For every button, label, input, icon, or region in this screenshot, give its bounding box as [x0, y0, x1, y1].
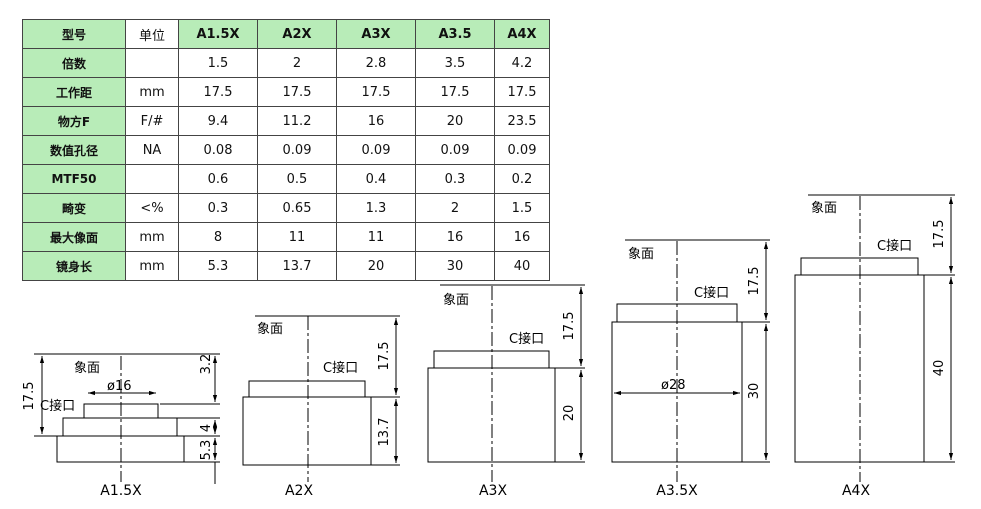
model-name: A4X	[842, 483, 870, 499]
dim-label: 40	[932, 360, 947, 377]
table-cell: 13.7	[257, 251, 337, 281]
dia-label: ø16	[107, 379, 132, 394]
drawing-a3: 象面 C接口 17.5 20 A3X	[427, 284, 585, 499]
lens-body	[242, 396, 372, 466]
table-cell: 11	[257, 222, 337, 252]
table-cell: 2	[257, 48, 337, 78]
row-label: 物方F	[22, 106, 126, 136]
dim-label: 13.7	[377, 418, 392, 447]
image-plane-label: 象面	[257, 322, 283, 337]
image-plane-label: 象面	[74, 361, 100, 376]
table-cell: 23.5	[494, 106, 550, 136]
dim-label: 30	[747, 383, 762, 400]
dim-label: 17.5	[22, 382, 37, 411]
header-model: A1.5X	[178, 19, 258, 49]
header-unit-label: 单位	[125, 19, 179, 49]
c-mount-thread	[248, 380, 366, 398]
table-cell: 16	[415, 222, 495, 252]
dim-label: 17.5	[747, 267, 762, 296]
table-cell: 11.2	[257, 106, 337, 136]
row-label: 倍数	[22, 48, 126, 78]
dim-label: 17.5	[377, 342, 392, 371]
header-model: A2X	[257, 19, 337, 49]
table-cell: 4.2	[494, 48, 550, 78]
table-cell: 30	[415, 251, 495, 281]
dim-label: 17.5	[562, 312, 577, 341]
table-cell: 0.65	[257, 193, 337, 223]
table-cell: 8	[178, 222, 258, 252]
drawing-a4: 象面 C接口 17.5 40 A4X	[794, 194, 955, 499]
row-unit: mm	[125, 222, 179, 252]
table-cell: 0.4	[336, 164, 416, 194]
table-cell: 0.2	[494, 164, 550, 194]
header-model: A3.5	[415, 19, 495, 49]
header-model: A3X	[336, 19, 416, 49]
row-unit: F/#	[125, 106, 179, 136]
c-mount-label: C接口	[509, 331, 544, 347]
table-cell: 16	[336, 106, 416, 136]
table-cell: 2.8	[336, 48, 416, 78]
table-cell: 17.5	[178, 77, 258, 107]
dim-label: 5.3	[199, 440, 214, 461]
drawing-a2: 象面 C接口 17.5 13.7 A2X	[242, 315, 400, 499]
model-name: A1.5X	[100, 483, 142, 499]
dim-label: 17.5	[932, 220, 947, 249]
table-cell: 16	[494, 222, 550, 252]
row-label: 镜身长	[22, 251, 126, 281]
c-mount-label: C接口	[323, 360, 358, 376]
dim-label: 20	[562, 405, 577, 422]
header-model: A4X	[494, 19, 550, 49]
header-model-label: 型号	[22, 19, 126, 49]
image-plane-label: 象面	[628, 247, 654, 262]
row-unit: mm	[125, 251, 179, 281]
row-label: 最大像面	[22, 222, 126, 252]
c-mount-label: C接口	[877, 238, 912, 254]
table-cell: 9.4	[178, 106, 258, 136]
table-cell: 11	[336, 222, 416, 252]
table-cell: 0.08	[178, 135, 258, 165]
table-cell: 0.09	[494, 135, 550, 165]
image-plane-label: 象面	[811, 201, 837, 216]
drawing-a35: 象面 C接口 ø28 17.5 30 A3.5X	[611, 239, 770, 499]
dim-label: 4	[199, 424, 214, 432]
model-name: A2X	[285, 483, 313, 499]
table-header-row: 型号 单位 A1.5X A2X A3X A3.5 A4X	[22, 19, 550, 49]
table-cell: 17.5	[415, 77, 495, 107]
row-unit: NA	[125, 135, 179, 165]
table-cell: 1.5	[178, 48, 258, 78]
dia-label: ø28	[661, 378, 686, 393]
table-cell: 2	[415, 193, 495, 223]
table-cell: 3.5	[415, 48, 495, 78]
row-label: 工作距	[22, 77, 126, 107]
table-cell: 40	[494, 251, 550, 281]
dim-label: 3.2	[199, 354, 214, 375]
row-unit	[125, 48, 179, 78]
table-cell: 20	[415, 106, 495, 136]
table-cell: 17.5	[336, 77, 416, 107]
table-cell: 1.3	[336, 193, 416, 223]
image-plane-label: 象面	[443, 293, 469, 308]
c-mount-label: C接口	[40, 398, 75, 414]
c-mount-label: C接口	[694, 285, 729, 301]
table-cell: 5.3	[178, 251, 258, 281]
row-label: 畸变	[22, 193, 126, 223]
model-name: A3.5X	[656, 483, 698, 499]
lens-flange	[62, 417, 178, 437]
model-name: A3X	[479, 483, 507, 499]
drawing-a15: 象面 C接口 ø16 17.5 3.2 4 5.3 A1.5X	[22, 353, 220, 499]
